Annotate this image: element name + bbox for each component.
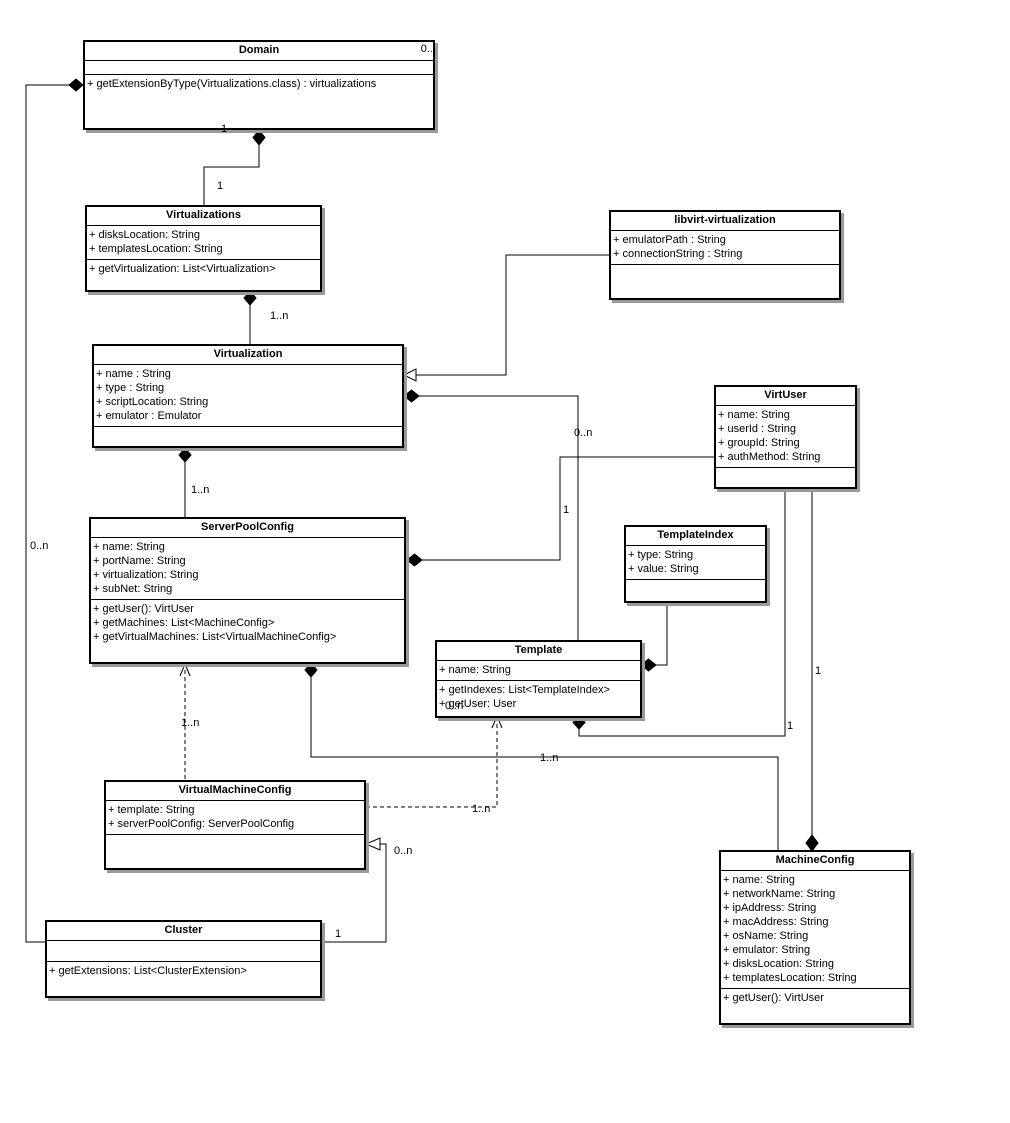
attribute: + portName: String	[93, 555, 186, 567]
attribute: + authMethod: String	[718, 451, 821, 463]
class-name: MachineConfig	[721, 852, 909, 871]
class-name: TemplateIndex	[626, 527, 765, 546]
attribute: + type: String	[628, 549, 694, 561]
class-templateindex[interactable]: TemplateIndex + type: String + value: St…	[624, 525, 767, 603]
class-name: Domain	[85, 42, 433, 61]
method: + getExtensionByType(Virtualizations.cla…	[87, 78, 377, 90]
multiplicity-label: 1..n	[472, 803, 491, 815]
attribute: + name: String	[718, 409, 790, 421]
attribute: + connectionString : String	[613, 248, 743, 260]
attribute: + template: String	[108, 804, 195, 816]
multiplicity-label: 1	[335, 928, 342, 940]
methods-section	[716, 468, 855, 486]
class-name: Cluster	[47, 922, 320, 941]
attribute: + virtualization: String	[93, 569, 199, 581]
method: + getExtensions: List<ClusterExtension>	[49, 965, 247, 977]
class-serverpoolconfig[interactable]: ServerPoolConfig + name: String + portNa…	[89, 517, 406, 664]
attribute: + scriptLocation: String	[96, 396, 209, 408]
multiplicity-label: 0..n	[574, 427, 593, 439]
multiplicity-label: 1	[563, 504, 570, 516]
methods-section: + getExtensions: List<ClusterExtension>	[47, 962, 320, 981]
attribute: + name: String	[439, 664, 511, 676]
methods-section: + getVirtualization: List<Virtualization…	[87, 260, 320, 279]
class-name: VirtUser	[716, 387, 855, 406]
attribute: + emulatorPath : String	[613, 234, 726, 246]
attributes-section: + disksLocation: String + templatesLocat…	[87, 226, 320, 260]
multiplicity-label: 0..n	[30, 540, 49, 552]
class-virtuser[interactable]: VirtUser + name: String + userId : Strin…	[714, 385, 857, 489]
attribute: + networkName: String	[723, 888, 836, 900]
attribute: + name: String	[723, 874, 795, 886]
methods-section	[611, 265, 839, 295]
class-cluster[interactable]: Cluster + getExtensions: List<ClusterExt…	[45, 920, 322, 998]
methods-section	[626, 580, 765, 600]
attribute: + templatesLocation: String	[723, 972, 857, 984]
attribute: + name : String	[96, 368, 171, 380]
attribute: + value: String	[628, 563, 699, 575]
attributes-section: + name: String + networkName: String + i…	[721, 871, 909, 989]
attribute: + ipAddress: String	[723, 902, 817, 914]
class-libvirt-virtualization[interactable]: libvirt-virtualization + emulatorPath : …	[609, 210, 841, 300]
class-machineconfig[interactable]: MachineConfig + name: String + networkNa…	[719, 850, 911, 1025]
class-name: Template	[437, 642, 640, 661]
methods-section	[106, 835, 364, 865]
multiplicity-label: 0..n	[445, 700, 464, 712]
multiplicity-label: 1	[787, 720, 794, 732]
class-virtualization[interactable]: Virtualization + name : String + type : …	[92, 344, 404, 448]
attribute: + disksLocation: String	[723, 958, 834, 970]
method: + getUser(): VirtUser	[93, 603, 194, 615]
attribute: + osName: String	[723, 930, 809, 942]
class-name: VirtualMachineConfig	[106, 782, 364, 801]
multiplicity-label: 0..n	[394, 845, 413, 857]
multiplicity-label: 1..n	[191, 484, 210, 496]
class-virtualizations[interactable]: Virtualizations + disksLocation: String …	[85, 205, 322, 292]
attribute: + groupId: String	[718, 437, 800, 449]
class-name: libvirt-virtualization	[611, 212, 839, 231]
method: + getUser: User	[439, 698, 517, 710]
class-name: Virtualization	[94, 346, 402, 365]
attributes-section: + type: String + value: String	[626, 546, 765, 580]
class-template[interactable]: Template + name: String + getIndexes: Li…	[435, 640, 642, 718]
methods-section: + getExtensionByType(Virtualizations.cla…	[85, 75, 433, 94]
attributes-section: + template: String + serverPoolConfig: S…	[106, 801, 364, 835]
method: + getUser(): VirtUser	[723, 992, 824, 1004]
method: + getVirtualization: List<Virtualization…	[89, 263, 276, 275]
attributes-section	[47, 941, 320, 962]
multiplicity-label: 1	[815, 665, 822, 677]
methods-section	[94, 427, 402, 445]
attribute: + type : String	[96, 382, 165, 394]
method: + getIndexes: List<TemplateIndex>	[439, 684, 610, 696]
multiplicity-label: 1..n	[540, 752, 559, 764]
attribute: + emulator : Emulator	[96, 410, 202, 422]
multiplicity-label: 0..	[420, 43, 433, 55]
attribute: + userId : String	[718, 423, 796, 435]
attribute: + name: String	[93, 541, 165, 553]
attributes-section: + name: String + userId : String + group…	[716, 406, 855, 468]
class-name: ServerPoolConfig	[91, 519, 404, 538]
attribute: + macAddress: String	[723, 916, 829, 928]
attributes-section	[85, 61, 433, 75]
attribute: + templatesLocation: String	[89, 243, 223, 255]
class-name: Virtualizations	[87, 207, 320, 226]
attributes-section: + name : String + type : String + script…	[94, 365, 402, 427]
multiplicity-label: 1	[217, 180, 224, 192]
attribute: + subNet: String	[93, 583, 173, 595]
method: + getMachines: List<MachineConfig>	[93, 617, 275, 629]
attribute: + disksLocation: String	[89, 229, 200, 241]
methods-section: + getIndexes: List<TemplateIndex> + getU…	[437, 681, 640, 714]
attributes-section: + emulatorPath : String + connectionStri…	[611, 231, 839, 265]
attribute: + emulator: String	[723, 944, 811, 956]
attributes-section: + name: String	[437, 661, 640, 681]
multiplicity-label: 1..n	[270, 310, 289, 322]
methods-section: + getUser(): VirtUser	[721, 989, 909, 1008]
class-domain[interactable]: Domain 0.. + getExtensionByType(Virtuali…	[83, 40, 435, 130]
class-virtualmachineconfig[interactable]: VirtualMachineConfig + template: String …	[104, 780, 366, 870]
attribute: + serverPoolConfig: ServerPoolConfig	[108, 818, 295, 830]
multiplicity-label: 1	[221, 123, 228, 135]
attributes-section: + name: String + portName: String + virt…	[91, 538, 404, 600]
multiplicity-label: 1..n	[181, 717, 200, 729]
method: + getVirtualMachines: List<VirtualMachin…	[93, 631, 337, 643]
methods-section: + getUser(): VirtUser + getMachines: Lis…	[91, 600, 404, 647]
